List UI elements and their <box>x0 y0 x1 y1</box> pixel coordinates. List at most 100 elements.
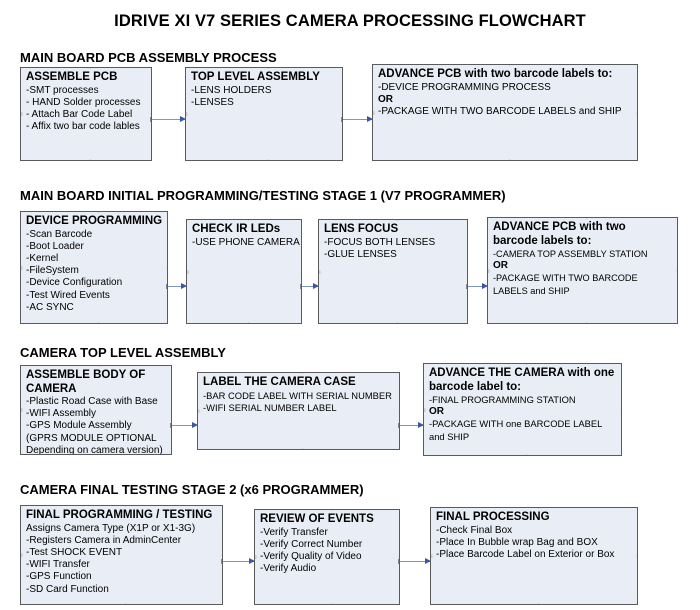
box-top-level-assembly[interactable]: TOP LEVEL ASSEMBLY -LENS HOLDERS -LENSES… <box>185 67 343 161</box>
box-assemble-body-of-camera[interactable]: ASSEMBLE BODY OF CAMERA -Plastic Road Ca… <box>20 365 172 455</box>
resize-handle-icon: ✳ <box>255 554 258 562</box>
box-line: -FileSystem <box>26 265 79 277</box>
box-line: -CAMERA TOP ASSEMBLY STATION <box>493 249 648 259</box>
box-line: OR <box>429 406 444 418</box>
resize-handle-icon: ✳ <box>95 212 102 215</box>
box-advance-pcb-camera-top-assembly[interactable]: ADVANCE PCB with two barcode labels to: … <box>487 217 678 324</box>
resize-handle-icon: ✳ <box>535 603 542 605</box>
section-header-main-board-pcb-assembly-process: MAIN BOARD PCB ASSEMBLY PROCESS <box>20 50 277 65</box>
arrowhead-icon <box>180 115 186 122</box>
box-line: -SD Card Function <box>26 583 109 595</box>
resize-handle-icon: ✳ <box>300 373 307 376</box>
box-line: -Kernel <box>26 252 59 264</box>
resize-handle-icon: ✳ <box>424 406 427 415</box>
box-lens-focus[interactable]: LENS FOCUS -FOCUS BOTH LENSES -GLUE LENS… <box>318 219 468 324</box>
box-line: -Test Wired Events <box>26 289 110 301</box>
box-title: FINAL PROGRAMMING / TESTING <box>26 509 213 521</box>
box-line: -Verify Audio <box>260 563 317 575</box>
box-device-programming[interactable]: DEVICE PROGRAMMING -Scan Barcode -Boot L… <box>20 211 168 324</box>
box-line: -BAR CODE LABEL WITH SERIAL NUMBER <box>203 389 392 401</box>
connector-review-of-events-to-final-processing <box>398 557 431 565</box>
connector-tail <box>221 558 226 565</box>
box-line: -Scan Barcode <box>26 228 93 240</box>
connector-assemble-pcb-to-top-level-assembly <box>150 115 186 123</box>
resize-handle-icon: ✳ <box>87 159 94 161</box>
box-line: -Check Final Box <box>436 524 513 536</box>
box-line: -LENS HOLDERS <box>191 84 272 96</box>
resize-handle-icon: ✳ <box>398 554 399 562</box>
box-assemble-pcb[interactable]: ASSEMBLE PCB -SMT processes - HAND Solde… <box>20 67 152 161</box>
box-review-of-events[interactable]: REVIEW OF EVENTS -Verify Transfer -Verif… <box>254 509 400 605</box>
section-header-main-board-initial-programming-testing-stage-1: MAIN BOARD INITIAL PROGRAMMING/TESTING S… <box>20 188 506 203</box>
resize-handle-icon: ✳ <box>170 407 171 415</box>
resize-handle-icon: ✳ <box>97 366 104 369</box>
box-title: DEVICE PROGRAMMING <box>26 215 163 227</box>
box-title: LABEL THE CAMERA CASE <box>203 376 356 388</box>
resize-handle-icon: ✳ <box>676 267 677 276</box>
box-line: -WIFI SERIAL NUMBER LABEL <box>203 401 337 413</box>
box-line: Depending on camera version) <box>26 444 163 455</box>
box-final-processing[interactable]: FINAL PROCESSING -Check Final Box -Place… <box>430 507 638 605</box>
resize-handle-icon: ✳ <box>245 322 252 324</box>
resize-handle-icon: ✳ <box>620 406 621 415</box>
resize-handle-icon: ✳ <box>524 364 531 367</box>
box-line: -Plastic Road Case with Base <box>26 396 158 407</box>
box-title: ADVANCE PCB with two barcode labels to: <box>378 68 613 80</box>
connector-assemble-body-to-label-camera-case <box>170 421 198 429</box>
box-title: TOP LEVEL ASSEMBLY <box>191 71 320 83</box>
box-line: -Registers Camera in AdminCenter <box>26 534 182 546</box>
connector-tail <box>466 283 471 290</box>
resize-handle-icon: ✳ <box>584 218 591 221</box>
resize-handle-icon: ✳ <box>97 453 104 455</box>
resize-handle-icon: ✳ <box>394 220 401 223</box>
box-title: ADVANCE PCB with two barcode labels to: <box>493 221 626 247</box>
box-line: -FINAL PROGRAMMING STATION <box>429 394 576 405</box>
resize-handle-icon: ✳ <box>488 267 491 276</box>
resize-handle-icon: ✳ <box>636 553 637 561</box>
box-line: -DEVICE PROGRAMMING PROCESS <box>378 81 551 93</box>
resize-handle-icon: ✳ <box>584 322 591 324</box>
box-advance-pcb-two-barcode-labels[interactable]: ADVANCE PCB with two barcode labels to: … <box>372 64 638 161</box>
box-line: - Affix two bar code lables <box>26 121 140 133</box>
resize-handle-icon: ✳ <box>319 268 322 277</box>
section-header-camera-top-level-assembly: CAMERA TOP LEVEL ASSEMBLY <box>20 345 226 360</box>
box-check-ir-leds[interactable]: CHECK IR LEDs -USE PHONE CAMERA ✳✳✳✳ <box>186 219 302 324</box>
box-line: -PACKAGE WITH TWO BARCODE LABELS and SHI… <box>378 105 622 117</box>
box-title: ASSEMBLE PCB <box>26 71 118 83</box>
box-line: -AC SYNC <box>26 301 74 313</box>
resize-handle-icon: ✳ <box>506 159 513 161</box>
arrowhead-icon <box>425 557 431 564</box>
box-line: -WIFI Transfer <box>26 559 90 571</box>
resize-handle-icon: ✳ <box>431 553 434 561</box>
resize-handle-icon: ✳ <box>150 111 151 119</box>
box-line: -Verify Quality of Video <box>260 550 362 562</box>
box-title: CHECK IR LEDs <box>192 223 281 235</box>
resize-handle-icon: ✳ <box>524 454 531 456</box>
connector-lens-focus-to-advance-pcb <box>466 282 488 290</box>
arrowhead-icon <box>192 421 198 428</box>
resize-handle-icon: ✳ <box>328 603 335 605</box>
resize-handle-icon: ✳ <box>221 552 222 560</box>
connector-top-level-assembly-to-advance-pcb <box>341 115 373 123</box>
box-title: REVIEW OF EVENTS <box>260 513 374 525</box>
box-line: -GPS Function <box>26 571 92 583</box>
box-line: Assigns Camera Type (X1P or X1-3G) <box>26 522 196 534</box>
resize-handle-icon: ✳ <box>341 111 342 119</box>
page-title: IDRIVE XI V7 SERIES CAMERA PROCESSING FL… <box>114 12 586 30</box>
resize-handle-icon: ✳ <box>265 68 272 71</box>
box-line: -FOCUS BOTH LENSES <box>324 236 436 248</box>
box-line: -USE PHONE CAMERA <box>192 236 300 248</box>
box-title: LENS FOCUS <box>324 223 399 235</box>
connector-final-programming-to-review-of-events <box>221 557 255 565</box>
box-advance-the-camera-one-barcode-label[interactable]: ADVANCE THE CAMERA with one barcode labe… <box>423 363 622 456</box>
box-line: -PACKAGE WITH TWO BARCODE LABELS and SHI… <box>493 273 638 296</box>
resize-handle-icon: ✳ <box>265 159 272 161</box>
box-final-programming-testing[interactable]: FINAL PROGRAMMING / TESTING Assigns Came… <box>20 505 223 605</box>
resize-handle-icon: ✳ <box>373 109 376 118</box>
resize-handle-icon: ✳ <box>166 264 167 273</box>
resize-handle-icon: ✳ <box>95 322 102 324</box>
resize-handle-icon: ✳ <box>87 68 94 71</box>
box-line: -LENSES <box>191 96 234 108</box>
box-label-the-camera-case[interactable]: LABEL THE CAMERA CASE -BAR CODE LABEL WI… <box>197 372 400 450</box>
